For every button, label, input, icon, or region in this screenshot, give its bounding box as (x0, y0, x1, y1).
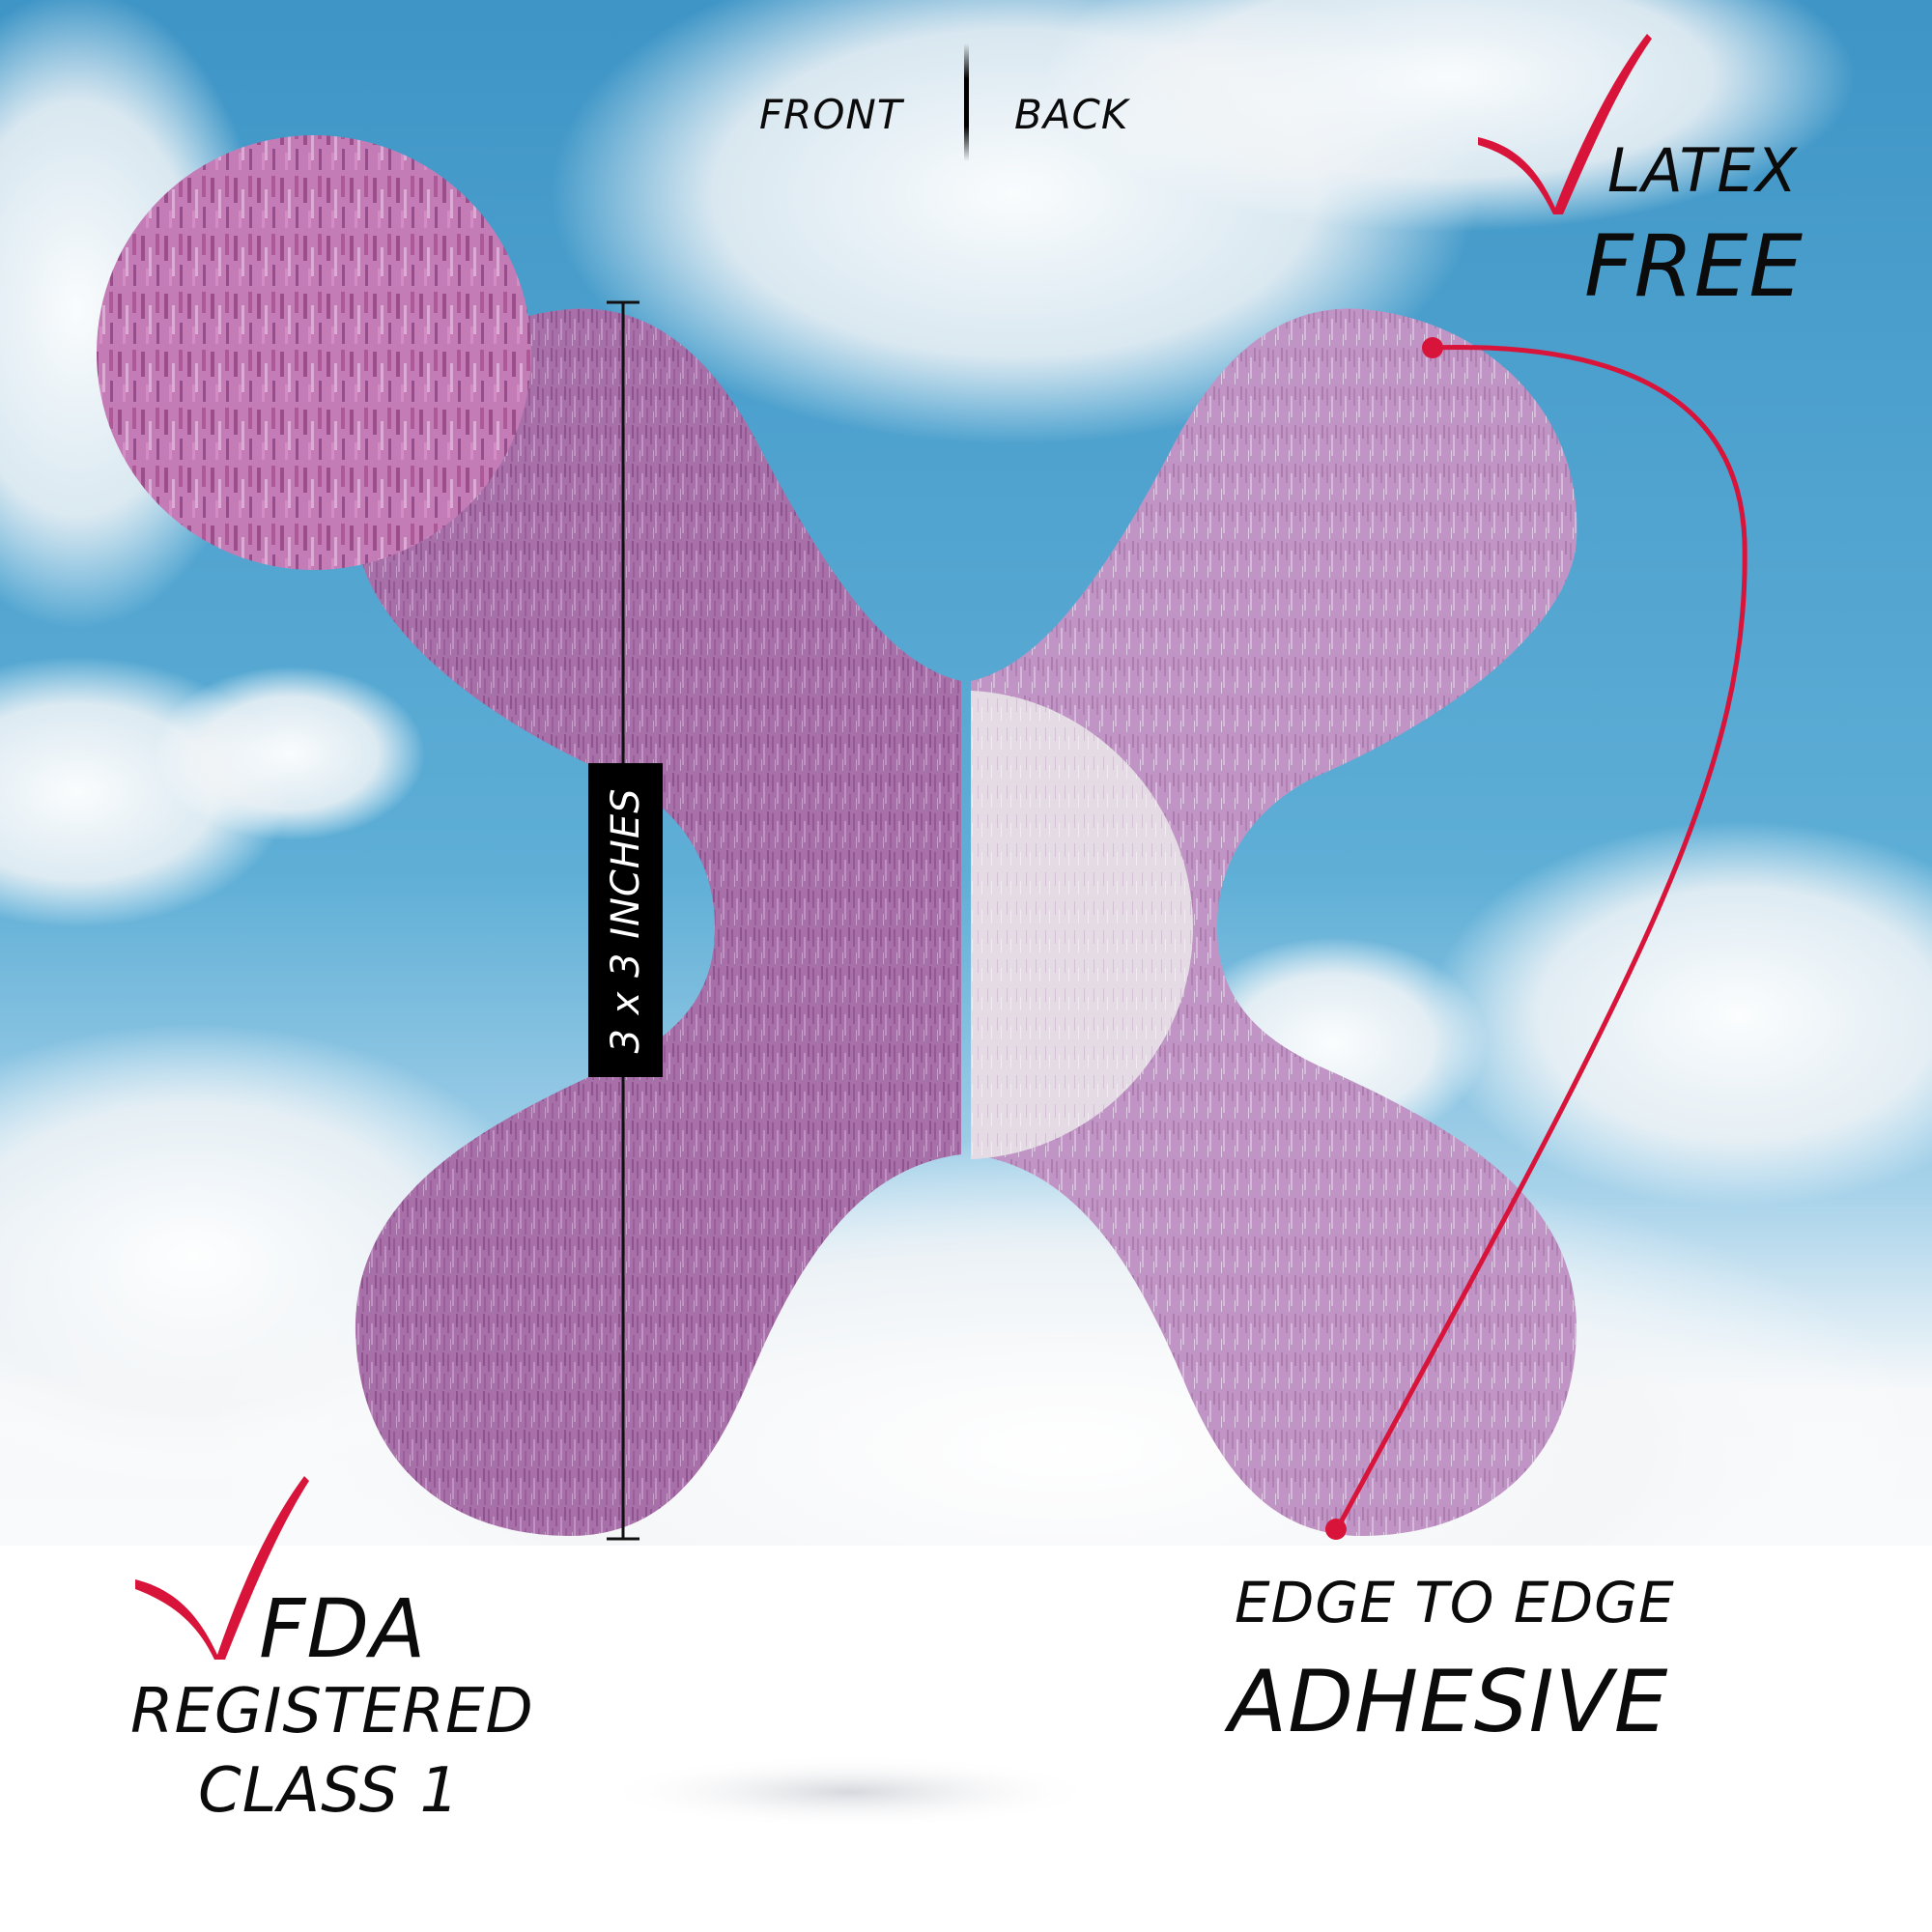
bandage-back (971, 308, 1577, 1536)
registered-label: REGISTERED (130, 1676, 534, 1747)
gauze-pad (971, 691, 1193, 1159)
pointer-dot-bottom (1325, 1519, 1347, 1540)
front-label: FRONT (759, 91, 903, 138)
size-label: 3 x 3 INCHES (603, 786, 648, 1054)
front-back-divider (964, 43, 969, 161)
adhesive-label: ADHESIVE (1229, 1652, 1669, 1751)
size-label-box: 3 x 3 INCHES (588, 763, 663, 1077)
back-label: BACK (1014, 91, 1129, 138)
pointer-dot-top (1422, 337, 1443, 358)
bandage-front (355, 308, 961, 1536)
adhesive-pointer-line (1333, 345, 1747, 1533)
latex-label: LATEX (1607, 135, 1798, 206)
fda-label: FDA (259, 1581, 427, 1676)
edge-to-edge-label: EDGE TO EDGE (1235, 1570, 1675, 1635)
checkmark-icon (135, 1476, 309, 1660)
checkmark-icon (1478, 34, 1652, 214)
texture-zoom-circle (97, 135, 531, 570)
free-label: FREE (1584, 216, 1804, 316)
class-label: CLASS 1 (198, 1755, 461, 1827)
